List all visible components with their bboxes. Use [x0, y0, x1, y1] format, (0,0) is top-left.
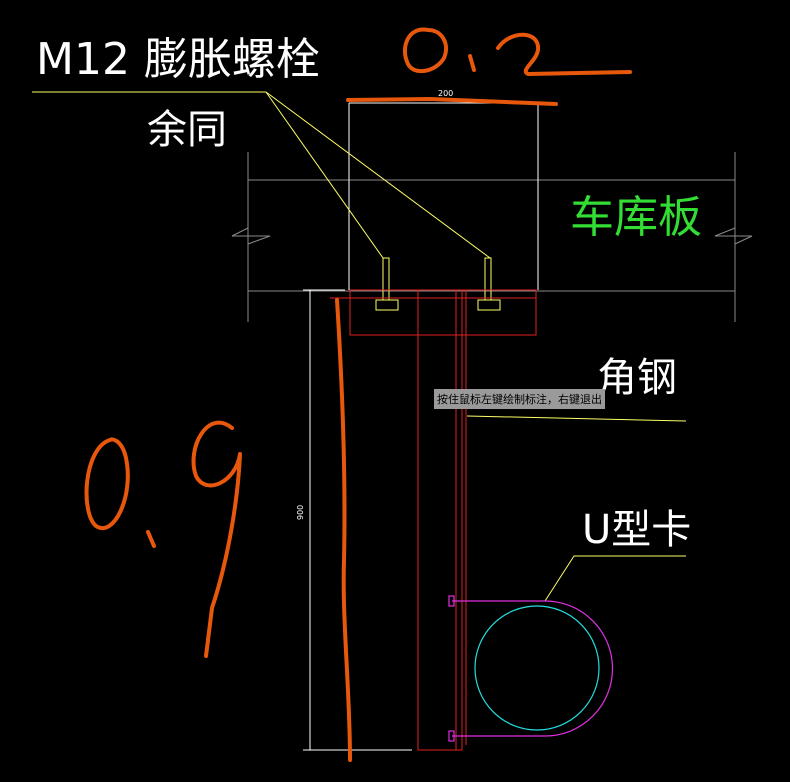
handwritten-vertical-stroke [335, 298, 352, 762]
handwritten-dot-top [468, 54, 476, 72]
garage-slab-label: 车库板 [570, 192, 702, 243]
bolt-label: M12 膨胀螺栓 [36, 34, 320, 85]
dimension-width: 200 [438, 89, 454, 98]
handwritten-two [496, 32, 632, 76]
same-below-label: 余同 [147, 107, 227, 153]
handwritten-underline [346, 97, 558, 106]
handwritten-zero-left [84, 437, 130, 530]
pipe-circle [474, 605, 600, 731]
u-clamp [448, 595, 614, 742]
dimension-height: 900 [296, 504, 305, 520]
handwritten-dot-left [146, 530, 156, 548]
embed-outline [303, 102, 539, 751]
handwritten-markup [84, 27, 632, 762]
expansion-bolts [375, 257, 501, 311]
steel-members [330, 289, 537, 751]
handwritten-nine [191, 420, 242, 658]
annotation-tooltip: 按住鼠标左键绘制标注，右键退出 [434, 389, 605, 409]
garage-slab-outline [231, 152, 753, 322]
leader-lines [32, 91, 687, 602]
u-clamp-label: U型卡 [582, 507, 692, 553]
handwritten-zero-top [402, 27, 448, 74]
angle-steel-label: 角钢 [597, 355, 677, 401]
